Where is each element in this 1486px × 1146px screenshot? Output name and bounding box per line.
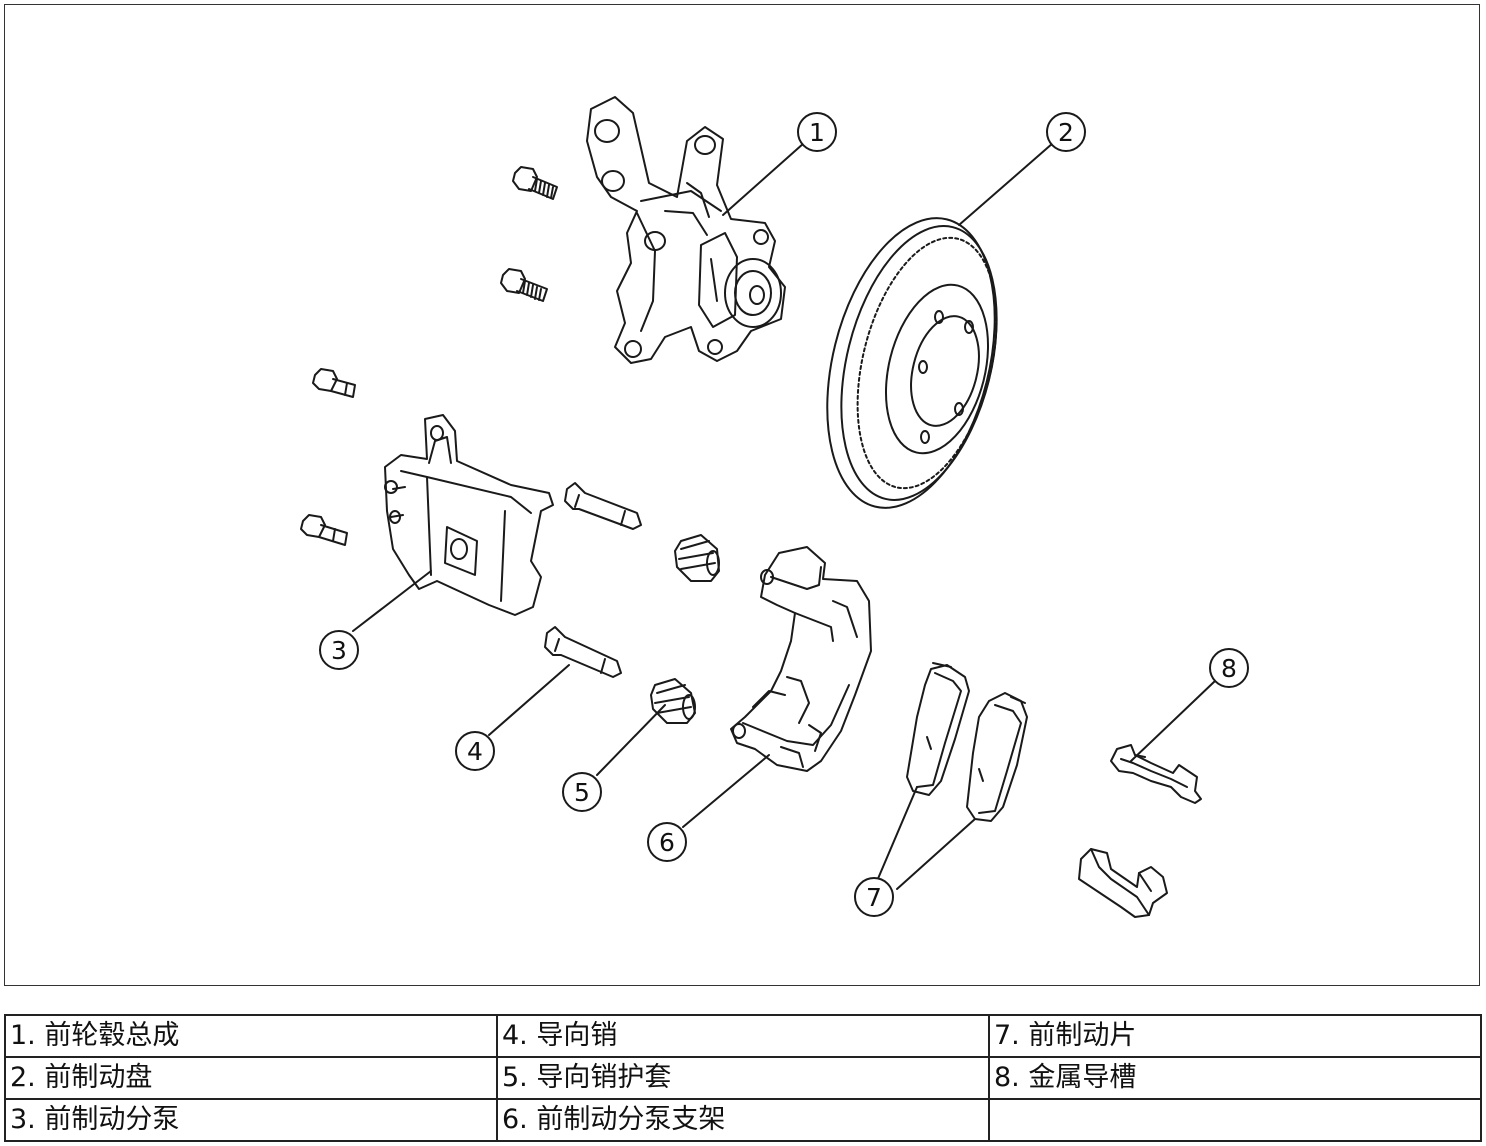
callout-1: 1 xyxy=(797,112,837,152)
brake-pad-outer xyxy=(966,692,1028,822)
guide-pin-boot-upper xyxy=(674,534,720,582)
guide-pin-boot-lower xyxy=(650,678,696,724)
legend-cell xyxy=(988,1098,1482,1142)
legend-cell: 8. 金属导槽 xyxy=(988,1056,1482,1100)
svg-text:7: 7 xyxy=(866,883,882,912)
svg-text:8: 8 xyxy=(1221,654,1237,683)
legend-cell: 2. 前制动盘 xyxy=(4,1056,498,1100)
svg-text:5: 5 xyxy=(574,778,590,807)
legend-cell: 4. 导向销 xyxy=(496,1014,990,1058)
metal-guide-clip-upper xyxy=(1110,744,1202,804)
guide-pin-upper xyxy=(564,482,642,530)
knuckle-bolt-lower xyxy=(500,268,548,302)
callout-2: 2 xyxy=(1046,112,1086,152)
svg-text:1: 1 xyxy=(809,118,825,147)
callout-5: 5 xyxy=(562,772,602,812)
exploded-diagram: 1 2 3 4 5 6 7 8 xyxy=(4,4,1480,986)
legend-cell: 5. 导向销护套 xyxy=(496,1056,990,1100)
callout-8: 8 xyxy=(1209,648,1249,688)
legend-cell: 6. 前制动分泵支架 xyxy=(496,1098,990,1142)
svg-text:4: 4 xyxy=(467,737,483,766)
front-hub-assembly xyxy=(586,96,786,364)
callout-6: 6 xyxy=(647,822,687,862)
legend-row: 1. 前轮毂总成 4. 导向销 7. 前制动片 xyxy=(4,1014,1482,1058)
knuckle-bolt-upper xyxy=(512,166,558,200)
front-brake-disc xyxy=(826,217,998,509)
callout-4: 4 xyxy=(455,731,495,771)
svg-text:6: 6 xyxy=(659,828,675,857)
brake-pad-inner xyxy=(906,662,970,796)
callout-3: 3 xyxy=(319,630,359,670)
metal-guide-clip-lower xyxy=(1078,848,1168,918)
svg-text:2: 2 xyxy=(1058,118,1074,147)
front-brake-caliper xyxy=(384,414,554,616)
legend-cell: 1. 前轮毂总成 xyxy=(4,1014,498,1058)
legend-cell: 3. 前制动分泵 xyxy=(4,1098,498,1142)
legend-cell: 7. 前制动片 xyxy=(988,1014,1482,1058)
leader-lines xyxy=(352,142,1216,890)
parts-legend-table: 1. 前轮毂总成 4. 导向销 7. 前制动片 2. 前制动盘 5. 导向销护套… xyxy=(4,1014,1482,1142)
svg-text:3: 3 xyxy=(331,636,347,665)
callout-7: 7 xyxy=(854,877,894,917)
caliper-bolt-lower xyxy=(300,514,348,546)
legend-row: 3. 前制动分泵 6. 前制动分泵支架 xyxy=(4,1098,1482,1142)
caliper-bolt-upper xyxy=(312,368,356,398)
caliper-bracket xyxy=(730,546,872,772)
legend-row: 2. 前制动盘 5. 导向销护套 8. 金属导槽 xyxy=(4,1056,1482,1100)
guide-pin-lower xyxy=(544,626,622,678)
